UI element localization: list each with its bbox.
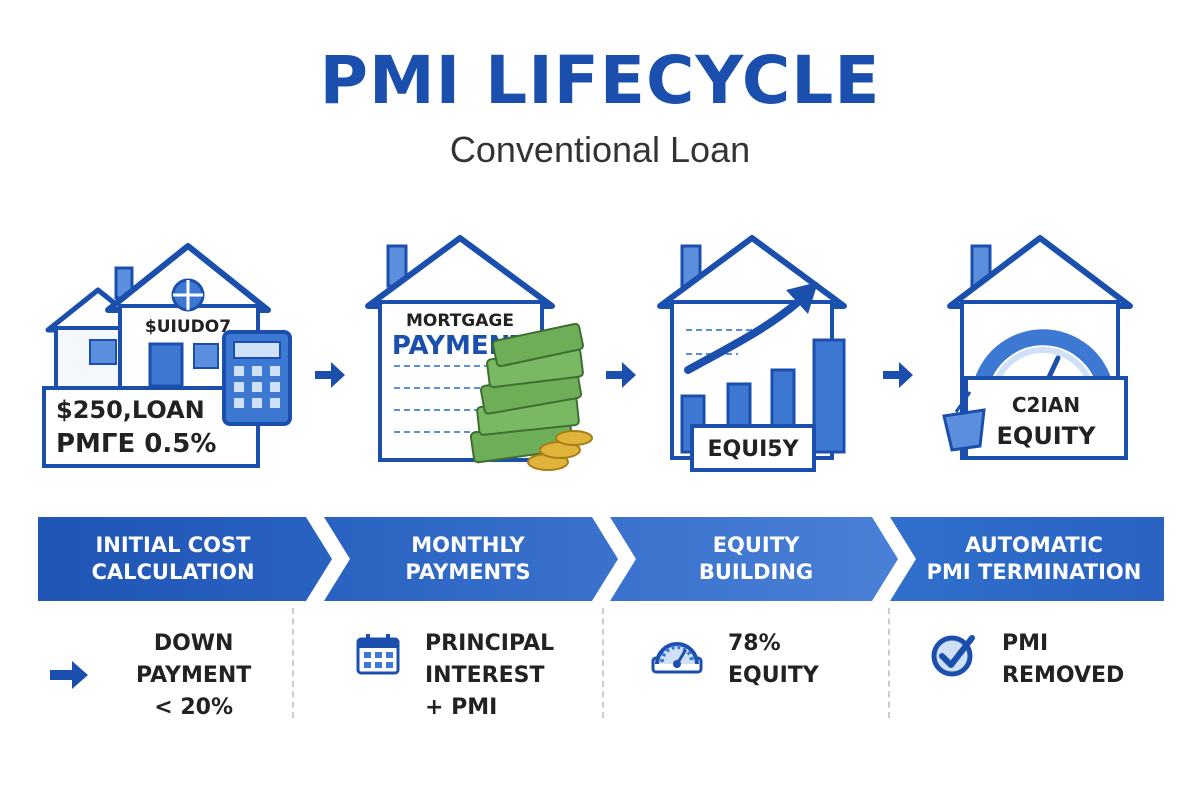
illustration-monthly-payments: MORTGAGE PAYMENT <box>360 220 600 480</box>
house-with-growth-chart-icon: EQUI5Y <box>657 235 847 472</box>
step-detail-text: PRINCIPAL INTEREST + PMI <box>425 631 555 720</box>
illustration-sign-top: MORTGAGE <box>406 311 514 331</box>
step-segment-1 <box>38 517 332 601</box>
page-title: PMI LIFECYCLE <box>319 42 881 119</box>
step-detail-equity-building: 78% EQUITY <box>650 628 819 692</box>
illustration-initial-cost: $UIUDO7 $250,LOAN PMΓE 0.5% <box>28 220 308 480</box>
illustration-sign-line2: EQUITY <box>997 422 1097 450</box>
house-with-cash-stack-icon: MORTGAGE PAYMENT <box>365 235 593 471</box>
illustration-sign-line1: C2IAN <box>1012 393 1080 417</box>
gauge-icon <box>651 642 703 674</box>
calendar-icon <box>356 634 400 675</box>
illustration-pmi-termination: C2IAN EQUITY <box>936 220 1146 480</box>
page-subtitle: Conventional Loan <box>449 129 751 170</box>
checkmark-circle-icon <box>931 635 975 677</box>
illustration-equity-building: EQUI5Y <box>648 220 880 480</box>
flow-arrow-icon <box>315 362 345 388</box>
illustration-sign-line2: PMΓE 0.5% <box>56 429 216 459</box>
step-banner-shapes <box>38 517 1164 601</box>
step-label-initial-cost: INITIAL COST CALCULATION <box>91 532 255 584</box>
flow-arrow-icon <box>883 362 913 388</box>
step-label-monthly-payments: MONTHLY PAYMENTS <box>405 532 531 584</box>
step-detail-initial-cost: DOWN PAYMENT < 20% <box>50 628 251 724</box>
step-detail-text: 78% EQUITY <box>728 631 819 688</box>
step-detail-text: DOWN PAYMENT < 20% <box>136 631 252 720</box>
house-with-calculator-icon: $UIUDO7 $250,LOAN PMΓE 0.5% <box>42 243 292 468</box>
arrow-right-icon <box>50 661 88 689</box>
column-divider <box>888 608 890 718</box>
step-detail-text: PMI REMOVED <box>1002 631 1125 688</box>
illustration-sign-top: $UIUDO7 <box>145 317 231 337</box>
flow-arrow-icon <box>606 362 636 388</box>
illustration-sign-line1: EQUI5Y <box>707 437 799 462</box>
illustration-sign-line1: $250,LOAN <box>56 396 205 424</box>
column-divider <box>292 608 294 718</box>
step-segment-4 <box>890 517 1164 601</box>
step-label-pmi-termination: AUTOMATIC PMI TERMINATION <box>926 532 1142 584</box>
step-label-equity-building: EQUITY BUILDING <box>698 532 814 584</box>
step-segment-3 <box>610 517 898 601</box>
column-divider <box>602 608 604 718</box>
step-segment-2 <box>324 517 618 601</box>
house-with-gauge-icon: C2IAN EQUITY <box>942 235 1133 460</box>
step-detail-pmi-termination: PMI REMOVED <box>930 628 1124 692</box>
step-banner: INITIAL COST CALCULATION MONTHLY PAYMENT… <box>38 517 1164 601</box>
step-detail-monthly-payments: PRINCIPAL INTEREST + PMI <box>355 628 554 724</box>
